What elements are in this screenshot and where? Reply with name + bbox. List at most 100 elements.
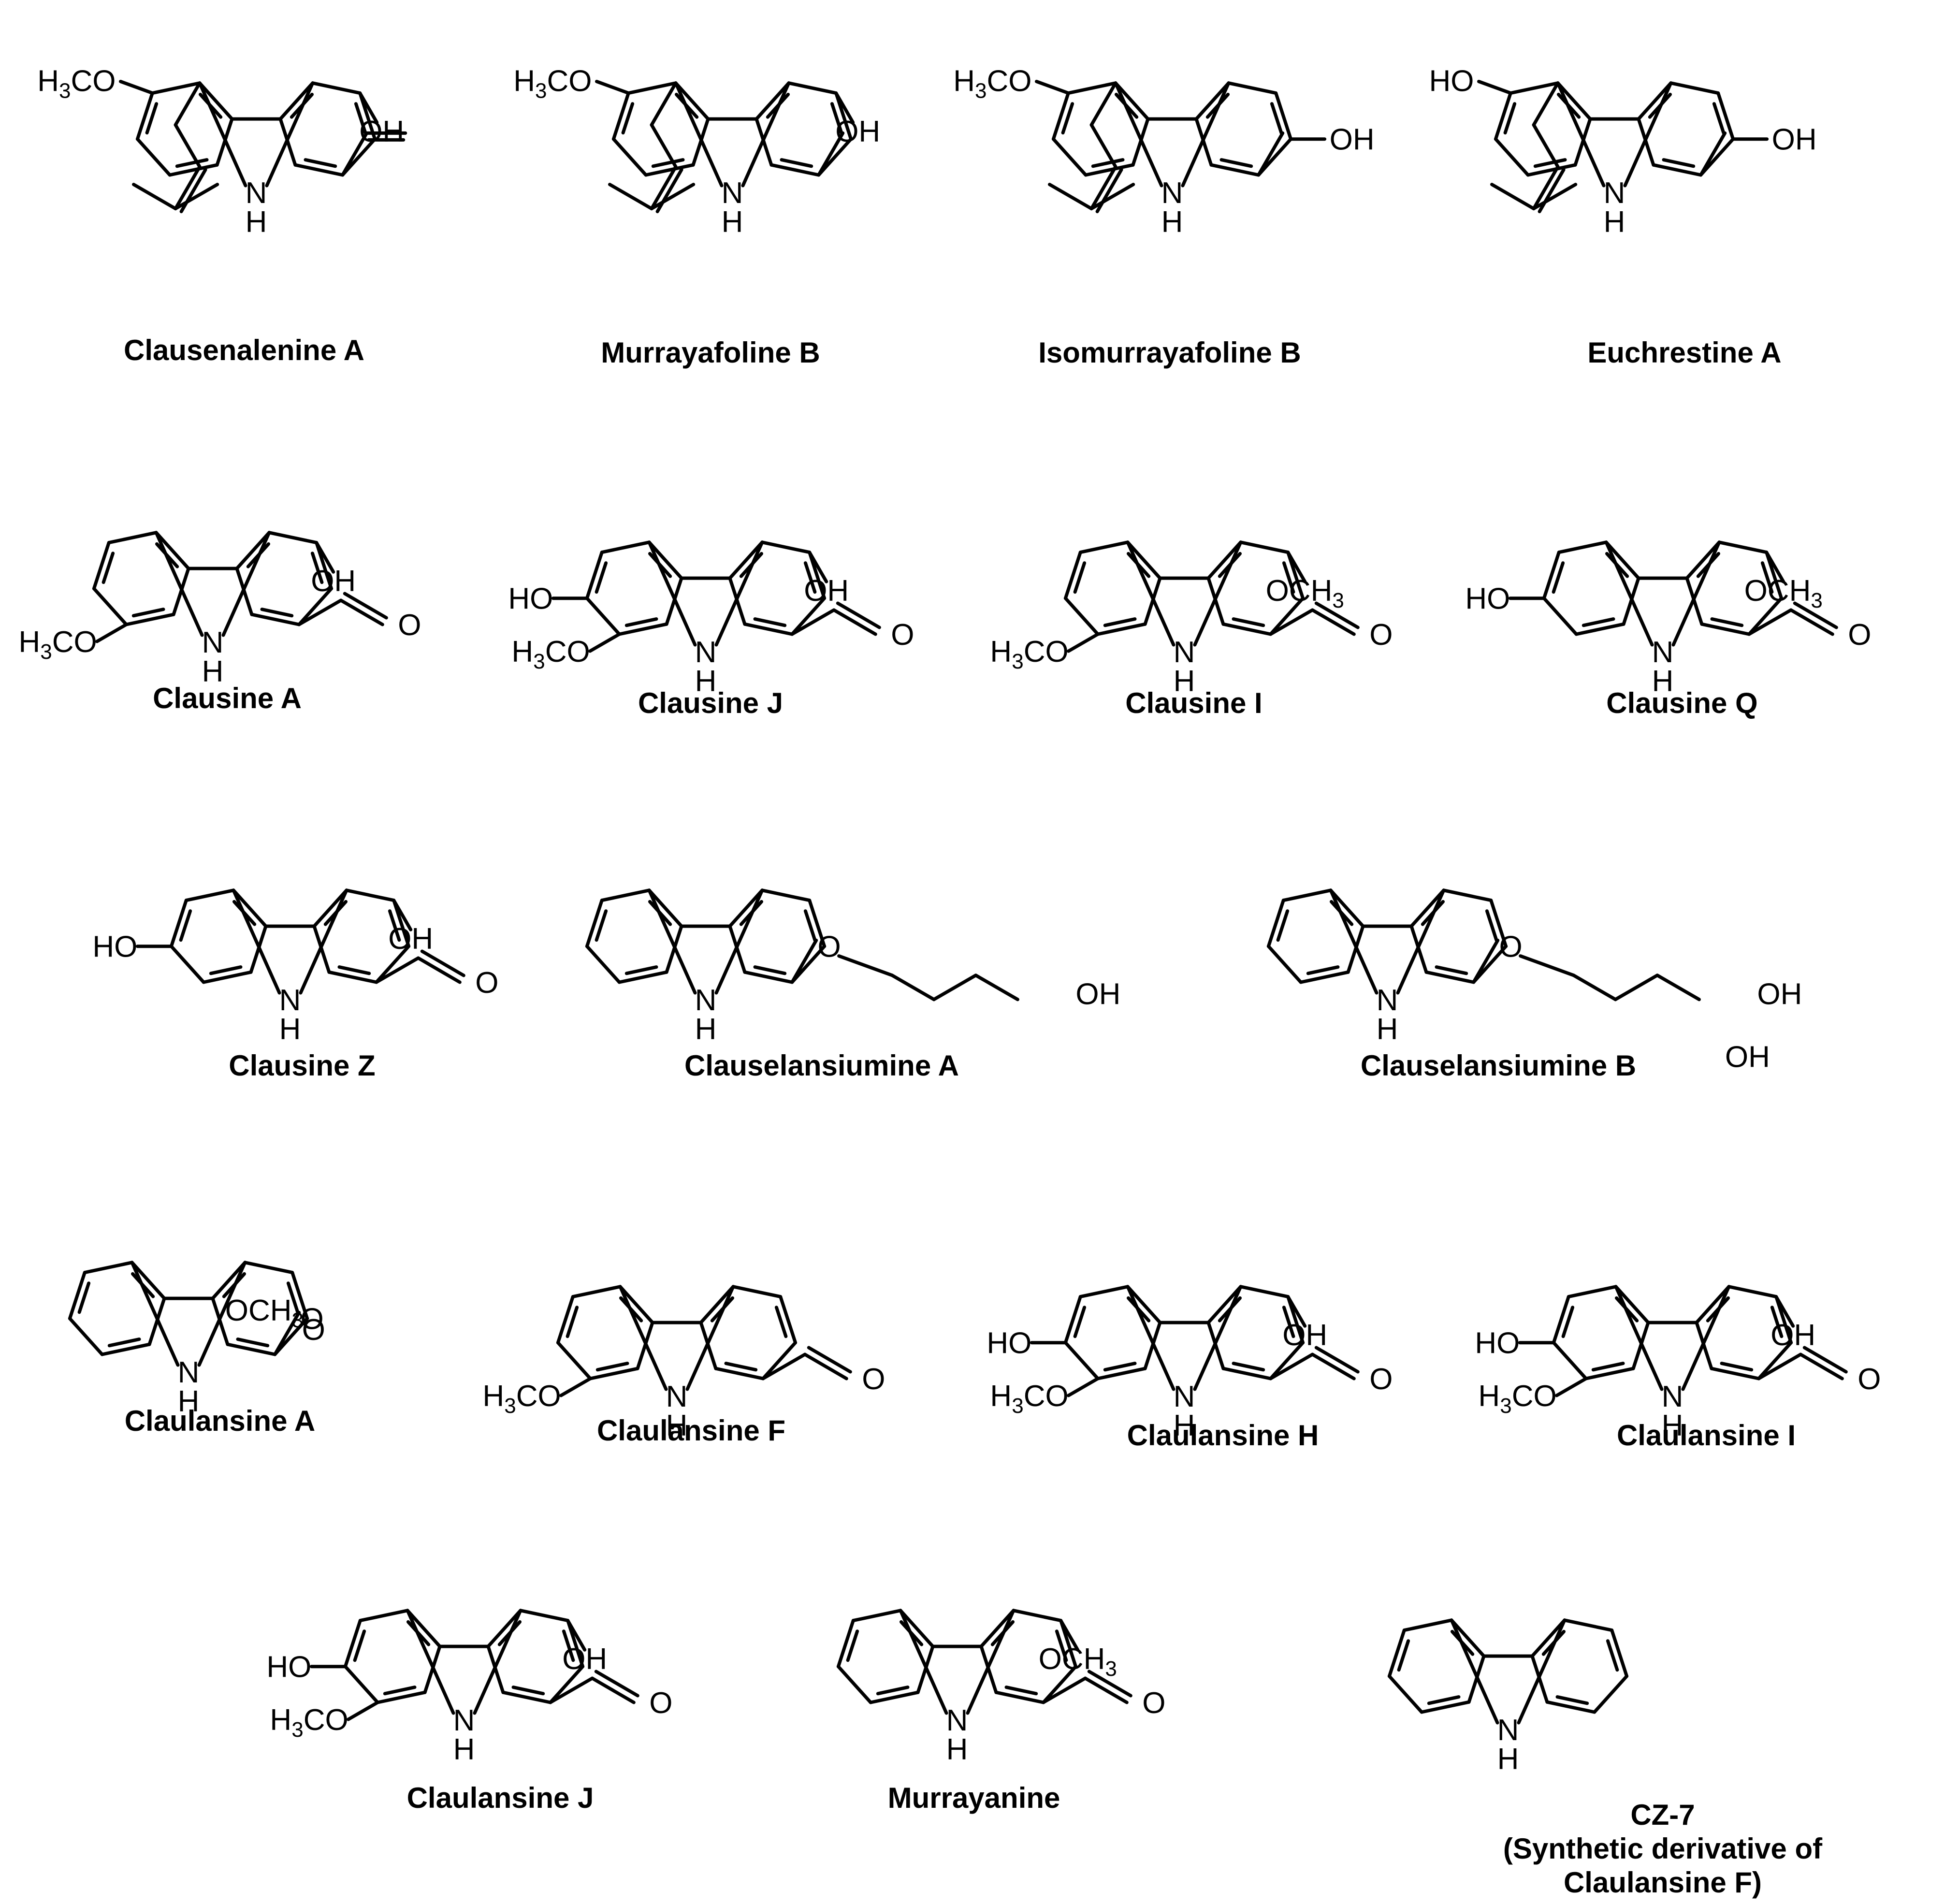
bond — [790, 938, 818, 984]
bond — [345, 888, 396, 902]
bond — [1671, 540, 1721, 647]
bond — [150, 81, 202, 95]
bond — [1494, 137, 1530, 177]
bond — [1314, 601, 1360, 629]
bond — [232, 900, 257, 926]
bond — [1637, 81, 1673, 121]
bond — [68, 1271, 87, 1321]
bond — [297, 598, 343, 626]
bond — [1420, 1700, 1471, 1714]
bond — [1765, 551, 1785, 583]
bond — [265, 81, 315, 188]
atom-label: N — [1662, 1380, 1683, 1413]
bond — [1542, 551, 1561, 600]
bond — [315, 541, 335, 574]
atom-label: OH — [1282, 1319, 1327, 1352]
bond — [1063, 1295, 1082, 1345]
atom-label: H — [1497, 1743, 1519, 1776]
bond — [807, 1346, 852, 1374]
bond — [375, 945, 411, 984]
bond — [731, 1285, 783, 1299]
bond — [1194, 117, 1213, 167]
bond — [341, 131, 369, 177]
bond — [221, 531, 271, 637]
atom-label: HO — [92, 930, 137, 964]
compound-name: Claulansine F — [597, 1414, 785, 1447]
bond — [1402, 1618, 1453, 1632]
bond — [1055, 1629, 1068, 1662]
bond — [1467, 1654, 1486, 1704]
bond — [1266, 899, 1285, 948]
bond — [588, 1366, 639, 1381]
bond — [648, 900, 672, 926]
bond — [1563, 1618, 1614, 1632]
atom-label: N — [453, 1704, 475, 1737]
bond — [647, 888, 683, 928]
bond — [790, 608, 836, 636]
bond — [1218, 1296, 1242, 1323]
bond — [1710, 617, 1744, 627]
bond — [1269, 1341, 1305, 1381]
bond — [179, 909, 192, 942]
bond — [232, 888, 268, 928]
bond — [312, 888, 348, 928]
atom-label: H — [246, 205, 267, 239]
bond — [1685, 576, 1704, 626]
bond — [585, 596, 621, 636]
bond — [600, 888, 651, 902]
bond — [647, 540, 697, 647]
bond — [1221, 622, 1273, 636]
bond — [900, 1620, 924, 1646]
atom-label: N — [722, 176, 743, 210]
bond — [621, 102, 635, 135]
bond — [617, 622, 668, 636]
bond — [511, 1686, 545, 1696]
bond — [174, 183, 219, 211]
atom-label: N — [246, 176, 267, 210]
bond — [618, 1285, 654, 1324]
bond — [392, 899, 413, 931]
atom-label: O — [817, 930, 841, 964]
atom-label: N — [666, 1380, 688, 1413]
bond — [808, 551, 828, 583]
atom-label: O — [862, 1363, 885, 1396]
bond — [406, 1609, 455, 1715]
bond — [147, 1296, 166, 1346]
atom-label: O — [300, 1303, 323, 1336]
bond — [803, 1352, 848, 1381]
bond — [556, 1341, 592, 1381]
bond — [1232, 1362, 1265, 1372]
bond — [169, 899, 188, 948]
bond — [836, 1665, 872, 1704]
bond — [1083, 1676, 1129, 1704]
bond — [169, 945, 205, 984]
bond — [1427, 1695, 1461, 1705]
bond — [648, 552, 672, 578]
bond — [1450, 1618, 1499, 1725]
bond — [1051, 137, 1088, 177]
bond — [1127, 552, 1151, 578]
atom-label: N — [1174, 636, 1195, 669]
atom-label: H3CO — [37, 65, 116, 103]
bond — [624, 965, 658, 975]
bond — [1712, 102, 1726, 135]
atom-label: HO — [508, 582, 553, 616]
bond — [836, 1619, 855, 1669]
bond — [755, 81, 791, 121]
atom-label: OH — [1770, 1319, 1815, 1352]
bond — [1774, 1295, 1795, 1328]
bond — [486, 1609, 522, 1648]
bond — [1572, 974, 1617, 1002]
bond — [199, 92, 223, 119]
bond — [1329, 888, 1379, 995]
bond — [685, 1285, 735, 1391]
bond — [250, 612, 301, 626]
bond — [1232, 617, 1265, 627]
bond — [619, 1296, 643, 1323]
bond — [650, 165, 678, 211]
